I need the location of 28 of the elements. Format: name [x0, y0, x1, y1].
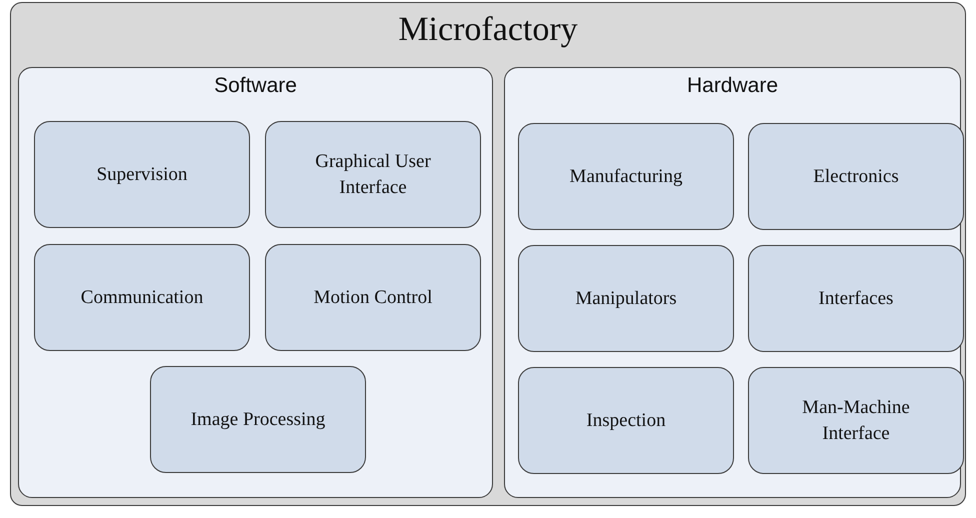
module-box	[518, 367, 734, 474]
module-box	[518, 123, 734, 230]
module-label: Inspection	[585, 408, 667, 433]
group-panel	[18, 67, 493, 498]
module-label: Interfaces	[818, 286, 894, 311]
panel-title: Software	[213, 74, 298, 98]
module-label: Manipulators	[574, 286, 678, 311]
module-label: Communication	[80, 286, 204, 310]
module-box	[265, 121, 481, 228]
outer-panel	[10, 2, 966, 506]
module-box	[34, 244, 250, 351]
module-label: Image Processing	[190, 408, 326, 432]
module-box	[34, 121, 250, 228]
module-box	[265, 244, 481, 351]
panel-title: Microfactory	[397, 11, 579, 49]
module-label: Electronics	[812, 164, 900, 189]
module-box	[518, 245, 734, 352]
module-label: Supervision	[96, 162, 188, 187]
panel-title: Hardware	[686, 74, 780, 98]
module-box	[748, 123, 964, 230]
module-box	[150, 366, 366, 473]
module-label: Graphical User Interface	[314, 150, 432, 200]
module-box	[748, 367, 964, 474]
module-box	[748, 245, 964, 352]
module-label: Motion Control	[312, 286, 434, 310]
module-label: Man-Machine Interface	[801, 396, 911, 446]
module-label: Manufacturing	[568, 164, 684, 189]
group-panel	[504, 67, 961, 498]
